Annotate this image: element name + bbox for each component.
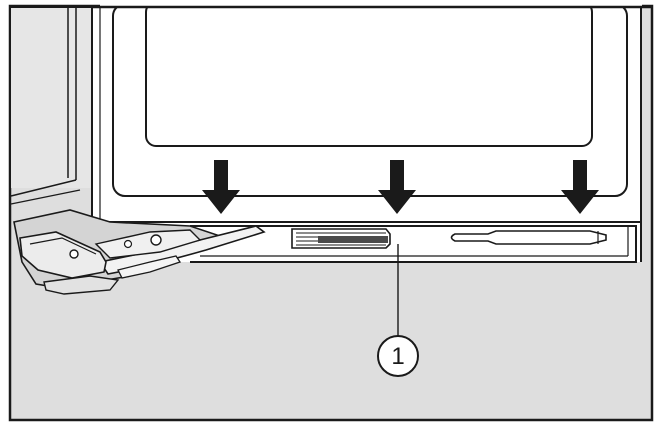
hinge-lower-fitting: [43, 275, 120, 295]
arrow-center: [378, 160, 416, 214]
rail-slot-outline: [450, 230, 607, 245]
rail-assembly: [190, 225, 637, 263]
door-body: [92, 6, 642, 262]
slider-striped-part: [291, 228, 391, 249]
rail-slot-part: [450, 230, 607, 245]
slider-dark-band: [318, 236, 388, 243]
top-mask: [100, 0, 642, 7]
hinge-bracket-edge: [29, 237, 97, 255]
arrow-right: [561, 160, 599, 214]
pressure-arrows: [202, 160, 599, 214]
cabinet-side-panel: [11, 8, 91, 188]
hinge-bracket: [19, 231, 107, 279]
cabinet-side-bottom: [10, 179, 77, 197]
arrow-left: [202, 160, 240, 214]
hinge-link: [117, 255, 182, 279]
callout: 1: [377, 244, 419, 377]
appliance-door: [91, 6, 642, 262]
cabinet-side: [10, 8, 91, 205]
callout-circle: [377, 335, 419, 377]
cabinet-side-bottom-2: [10, 189, 81, 205]
hinge-screw-2: [150, 234, 162, 246]
callout-number: 1: [391, 343, 404, 370]
hinge-top-plate: [94, 229, 202, 259]
hinge-screw-1: [69, 249, 79, 259]
hinge-screw-3: [123, 239, 133, 249]
hinge-mechanism: [13, 209, 266, 295]
